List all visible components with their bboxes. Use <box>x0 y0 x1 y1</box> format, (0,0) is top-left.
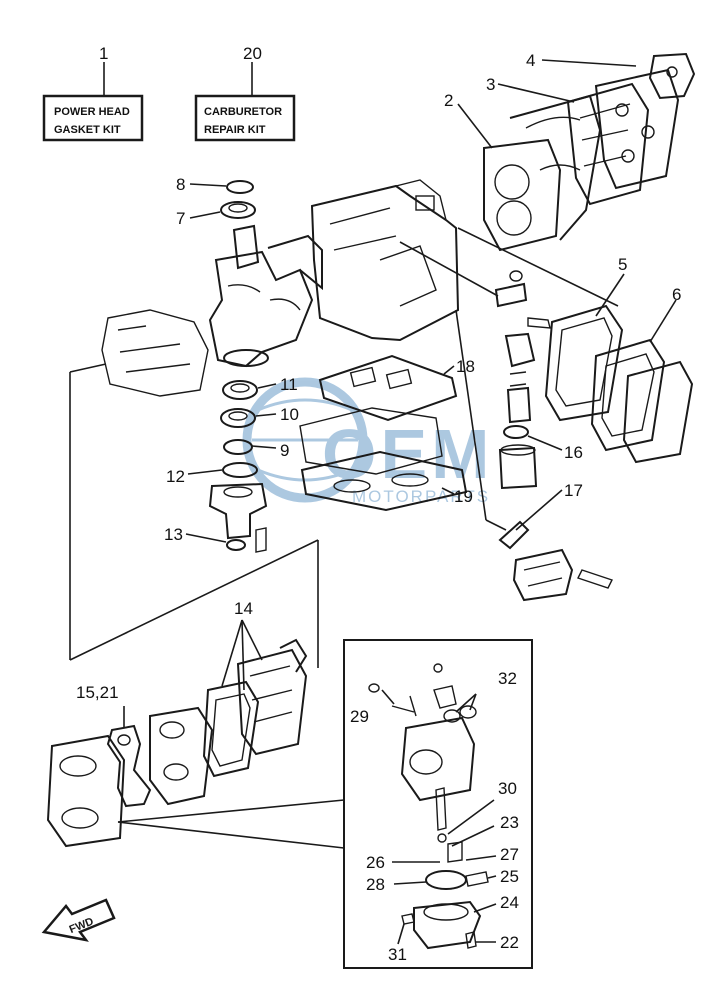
callout-32: 32 <box>498 669 517 688</box>
carburetor-body <box>400 716 476 802</box>
watermark-subtext: MOTORPARTS <box>352 487 490 506</box>
float-valve <box>435 787 447 831</box>
o-ring-12 <box>222 462 258 478</box>
callout-26: 26 <box>366 853 385 872</box>
exhaust-cover-gasket <box>566 82 650 206</box>
callout-16: 16 <box>564 443 583 462</box>
head-gasket <box>483 138 562 252</box>
oil-seal-7 <box>220 201 256 219</box>
callout-2: 2 <box>444 91 453 110</box>
callout-27: 27 <box>500 845 519 864</box>
fuel-pump-assembly <box>399 227 619 602</box>
gasket-6 <box>590 338 666 452</box>
watermark-globe <box>242 377 368 503</box>
fuel-filter-cup <box>498 446 538 490</box>
side-cover-plate <box>622 360 694 464</box>
float-bowl-24 <box>413 900 482 950</box>
gasket-32 <box>443 709 461 723</box>
inset-frame <box>343 639 533 969</box>
callout-3: 3 <box>486 75 495 94</box>
fuel-pump-body <box>512 548 574 602</box>
callout-6: 6 <box>672 285 681 304</box>
callout-23: 23 <box>500 813 519 832</box>
callout-31: 31 <box>388 945 407 964</box>
kit-line1: POWER HEAD <box>54 106 130 118</box>
callout-10: 10 <box>280 405 299 424</box>
kit-line2: GASKET KIT <box>54 124 121 136</box>
callout-11: 11 <box>280 375 298 394</box>
callout-19: 19 <box>454 487 473 506</box>
left-side-cover <box>69 309 319 668</box>
kit-carburetor: 20 CARBURETOR REPAIR KIT <box>194 44 296 142</box>
leader-lines <box>185 59 677 543</box>
lower-bearing-housing <box>208 482 268 540</box>
callout-30: 30 <box>498 779 517 798</box>
base-gaskets <box>299 354 468 512</box>
callout-24: 24 <box>500 893 519 912</box>
bearing-10 <box>220 408 256 428</box>
intake-manifold <box>149 706 214 806</box>
bearing-11 <box>222 380 258 400</box>
gasket-5 <box>544 304 624 422</box>
callout-labels: 2 3 4 5 6 8 7 11 10 9 12 13 18 19 16 17 … <box>76 51 681 964</box>
gasket-15-21 <box>106 724 152 808</box>
callout-22: 22 <box>500 933 519 952</box>
gasket-18 <box>318 354 458 422</box>
reed-valve-block <box>46 734 126 848</box>
callout-8: 8 <box>176 175 185 194</box>
callout-7: 7 <box>176 209 185 228</box>
kit-box <box>42 94 144 142</box>
gasket-14 <box>202 680 260 778</box>
fwd-arrow-icon <box>41 898 116 942</box>
watermark-logo: OEM <box>322 415 493 493</box>
kit-line2: REPAIR KIT <box>204 124 266 136</box>
callout-9: 9 <box>280 441 289 460</box>
callout-5: 5 <box>618 255 627 274</box>
reed-plate <box>236 648 308 756</box>
kit-number-label: 20 <box>243 44 262 63</box>
callout-13: 13 <box>164 525 183 544</box>
callout-25: 25 <box>500 867 519 886</box>
callout-4: 4 <box>526 51 535 70</box>
callout-17: 17 <box>564 481 583 500</box>
exhaust-outer-cover <box>594 68 680 190</box>
kit-number-label: 1 <box>99 44 108 63</box>
callout-29: 29 <box>350 707 369 726</box>
float-28 <box>425 870 467 890</box>
exhaust-cover-assembly <box>483 52 696 252</box>
gasket-19 <box>300 450 468 512</box>
kit-power-head: 1 POWER HEAD GASKET KIT <box>42 44 144 142</box>
oil-seal-9 <box>223 439 253 455</box>
lower-left-assembly <box>46 619 308 848</box>
kit-line1: CARBURETOR <box>204 106 282 118</box>
crankshaft <box>208 224 323 368</box>
o-ring-8 <box>226 180 254 194</box>
callout-14: 14 <box>234 599 253 618</box>
crankcase-block <box>310 179 460 342</box>
upper-seals <box>220 180 256 219</box>
kit-box <box>194 94 296 142</box>
carburetor-inset <box>117 639 533 969</box>
o-ring-16 <box>503 425 529 439</box>
callout-18: 18 <box>456 357 475 376</box>
side-cover-gaskets <box>544 304 694 464</box>
callout-12: 12 <box>166 467 185 486</box>
callout-28: 28 <box>366 875 385 894</box>
fwd-arrow: FWD <box>41 898 116 942</box>
lower-seals <box>208 380 268 553</box>
pump-gasket-17 <box>498 520 530 550</box>
o-ring-13 <box>226 539 246 551</box>
callout-15-21: 15,21 <box>76 683 119 702</box>
cover-plate <box>648 52 696 100</box>
